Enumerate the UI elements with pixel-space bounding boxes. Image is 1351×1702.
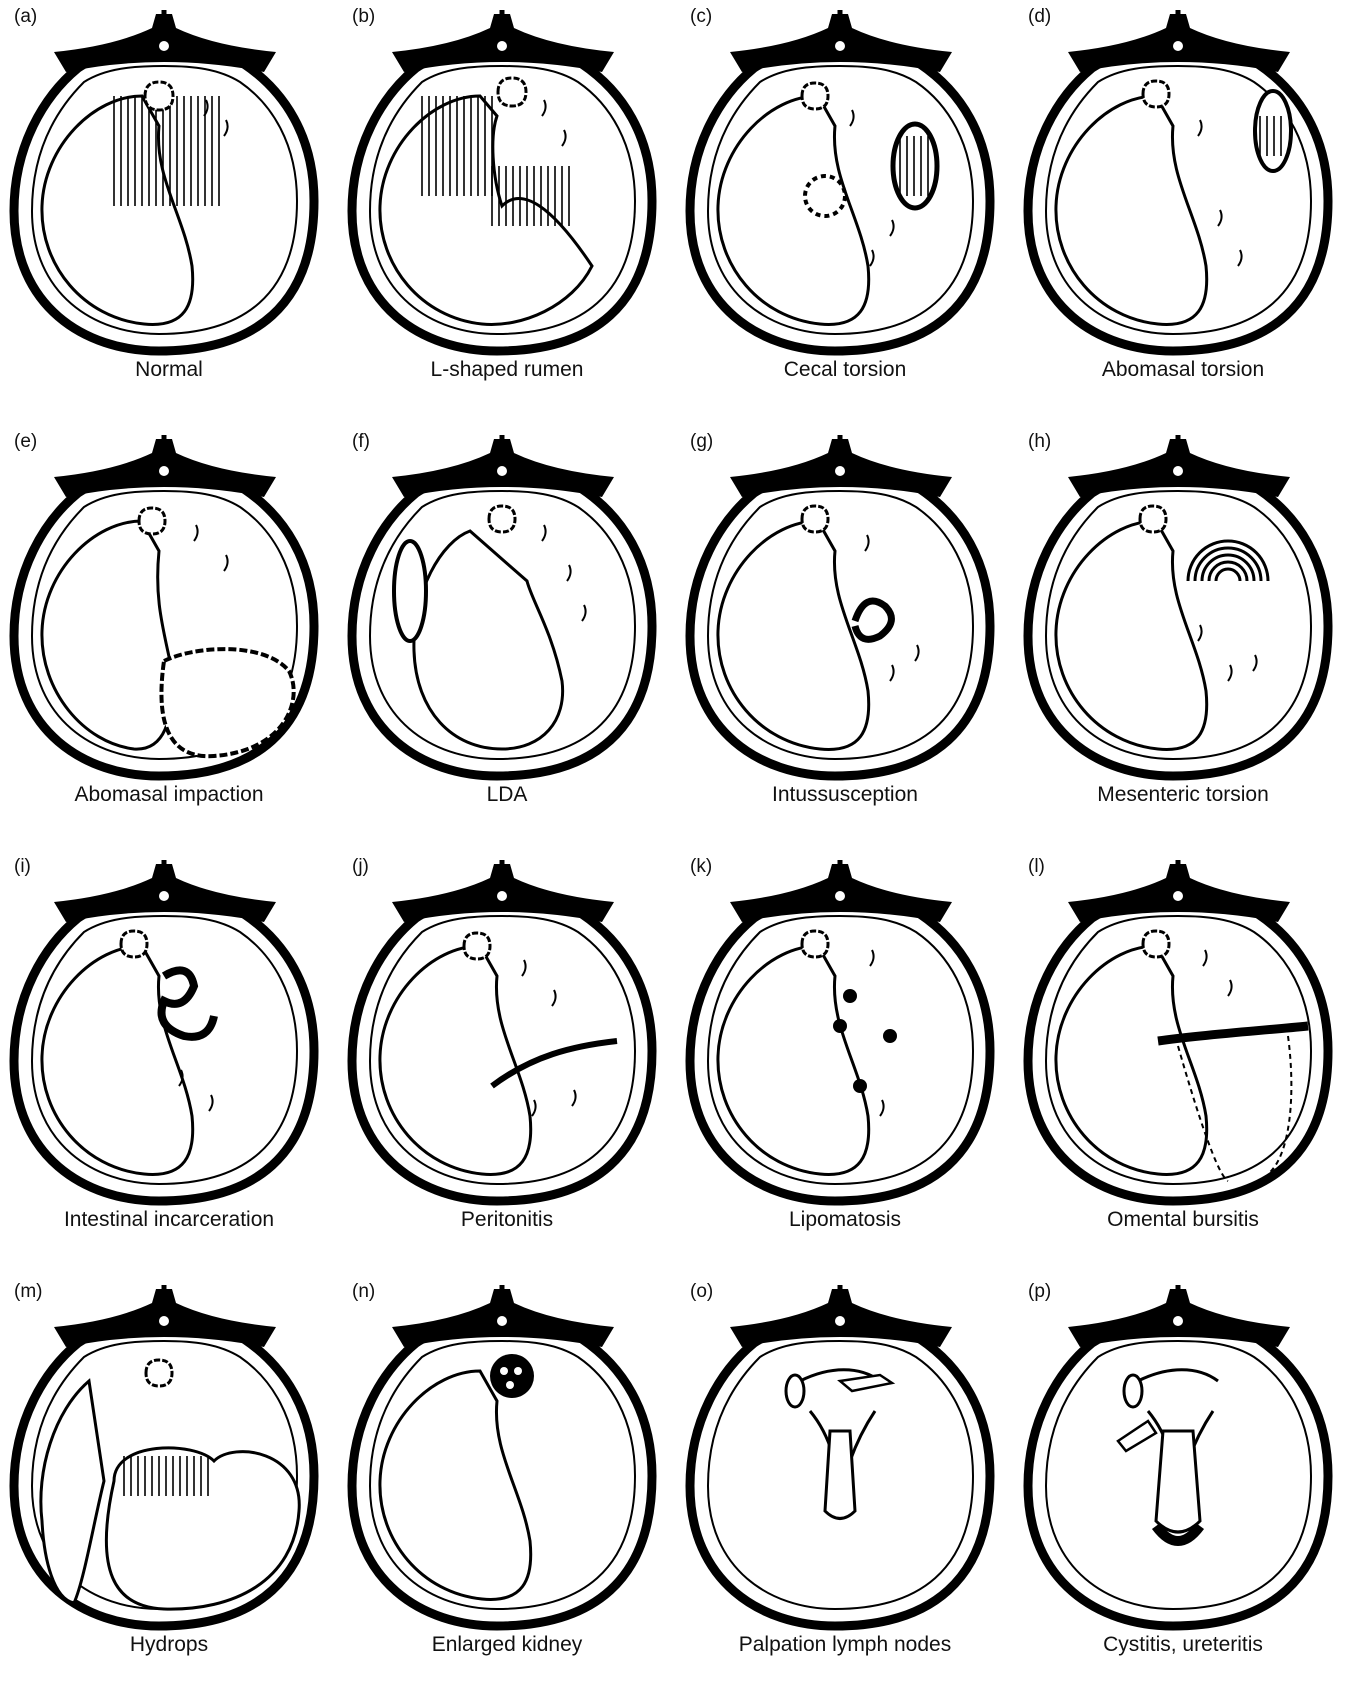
panel-caption: Lipomatosis	[676, 1208, 1014, 1232]
panel-h: (h) Mesenteric torsion	[1014, 425, 1351, 850]
cross-section-drawing	[1028, 431, 1338, 783]
spinal-canal	[497, 1316, 507, 1326]
kidney	[802, 931, 828, 957]
panel-caption: Intestinal incarceration	[0, 1208, 338, 1232]
panel-e: (e) Abomasal impaction	[0, 425, 338, 850]
cross-section-drawing	[690, 1281, 1000, 1633]
kidney	[464, 933, 490, 959]
cross-section-drawing	[690, 431, 1000, 783]
spinal-canal	[159, 41, 169, 51]
panel-caption: Palpation lymph nodes	[676, 1633, 1014, 1657]
panel-caption: L-shaped rumen	[338, 358, 676, 382]
cross-section-drawing	[1028, 6, 1338, 358]
spinal-canal	[835, 41, 845, 51]
lymph-node	[786, 1375, 804, 1407]
panel-m: (m) Hydrops	[0, 1275, 338, 1700]
cross-section-drawing	[690, 6, 1000, 358]
panel-l: (l) Omental bursitis	[1014, 850, 1351, 1275]
cross-section-drawing	[1028, 1281, 1338, 1633]
kidney	[1140, 506, 1166, 532]
spinal-canal	[497, 41, 507, 51]
panel-d: (d) Abomasal torsion	[1014, 0, 1351, 425]
panel-caption: Abomasal impaction	[0, 783, 338, 807]
panel-caption: Intussusception	[676, 783, 1014, 807]
panel-o: (o) Palpation lymph nodes	[676, 1275, 1014, 1700]
spinal-canal	[1173, 1316, 1183, 1326]
panel-c: (c) Cecal torsion	[676, 0, 1014, 425]
cross-section-drawing	[352, 431, 662, 783]
spinal-canal	[835, 1316, 845, 1326]
panel-caption: Peritonitis	[338, 1208, 676, 1232]
spinal-canal	[1173, 41, 1183, 51]
kidney	[802, 83, 828, 109]
panel-caption: Hydrops	[0, 1633, 338, 1657]
panel-f: (f) LDA	[338, 425, 676, 850]
fat-mass	[853, 1079, 867, 1093]
panel-caption: Cecal torsion	[676, 358, 1014, 382]
cross-section-drawing	[352, 856, 662, 1208]
spinal-canal	[497, 466, 507, 476]
panel-caption: LDA	[338, 783, 676, 807]
kidney	[489, 506, 515, 532]
panel-caption: Normal	[0, 358, 338, 382]
kidney	[802, 506, 828, 532]
spinal-canal	[497, 891, 507, 901]
spinal-canal	[159, 891, 169, 901]
panel-caption: Mesenteric torsion	[1014, 783, 1351, 807]
panel-caption: Enlarged kidney	[338, 1633, 676, 1657]
cross-section-drawing	[1028, 856, 1338, 1208]
panel-caption: Cystitis, ureteritis	[1014, 1633, 1351, 1657]
panel-n: (n) Enlarged kidney	[338, 1275, 676, 1700]
panel-caption: Abomasal torsion	[1014, 358, 1351, 382]
panel-j: (j) Peritonitis	[338, 850, 676, 1275]
cross-section-drawing	[14, 6, 324, 358]
spinal-canal	[835, 466, 845, 476]
kidney	[1143, 931, 1169, 957]
cross-section-drawing	[352, 1281, 662, 1633]
cross-section-drawing	[352, 6, 662, 358]
ureter	[1124, 1375, 1142, 1407]
kidney	[1143, 81, 1169, 107]
cross-section-drawing	[14, 431, 324, 783]
panel-p: (p) Cystitis, ureteritis	[1014, 1275, 1351, 1700]
panel-a: (a) Normal	[0, 0, 338, 425]
fat-mass	[843, 989, 857, 1003]
panel-b: (b) L-shaped rumen	[338, 0, 676, 425]
panel-caption: Omental bursitis	[1014, 1208, 1351, 1232]
kidney-lesion	[506, 1381, 514, 1389]
fat-mass	[833, 1019, 847, 1033]
panel-k: (k) Lipomatosis	[676, 850, 1014, 1275]
rectum	[825, 1431, 855, 1519]
kidney-lesion	[500, 1367, 508, 1375]
enlarged-kidney	[490, 1354, 534, 1398]
spinal-canal	[159, 1316, 169, 1326]
kidney	[145, 82, 173, 110]
bladder	[1156, 1431, 1200, 1532]
cross-section-drawing	[14, 856, 324, 1208]
panel-g: (g) Intussusception	[676, 425, 1014, 850]
panel-i: (i) Intestinal incarceration	[0, 850, 338, 1275]
spinal-canal	[1173, 466, 1183, 476]
kidney	[498, 78, 526, 106]
displaced-abomasum	[394, 541, 426, 641]
spinal-canal	[835, 891, 845, 901]
fat-mass	[883, 1029, 897, 1043]
cross-section-drawing	[14, 1281, 324, 1633]
spinal-canal	[1173, 891, 1183, 901]
spinal-canal	[159, 466, 169, 476]
kidney	[121, 931, 147, 957]
kidney	[146, 1360, 172, 1386]
cross-section-drawing	[690, 856, 1000, 1208]
kidney-lesion	[514, 1367, 522, 1375]
kidney	[139, 508, 165, 534]
